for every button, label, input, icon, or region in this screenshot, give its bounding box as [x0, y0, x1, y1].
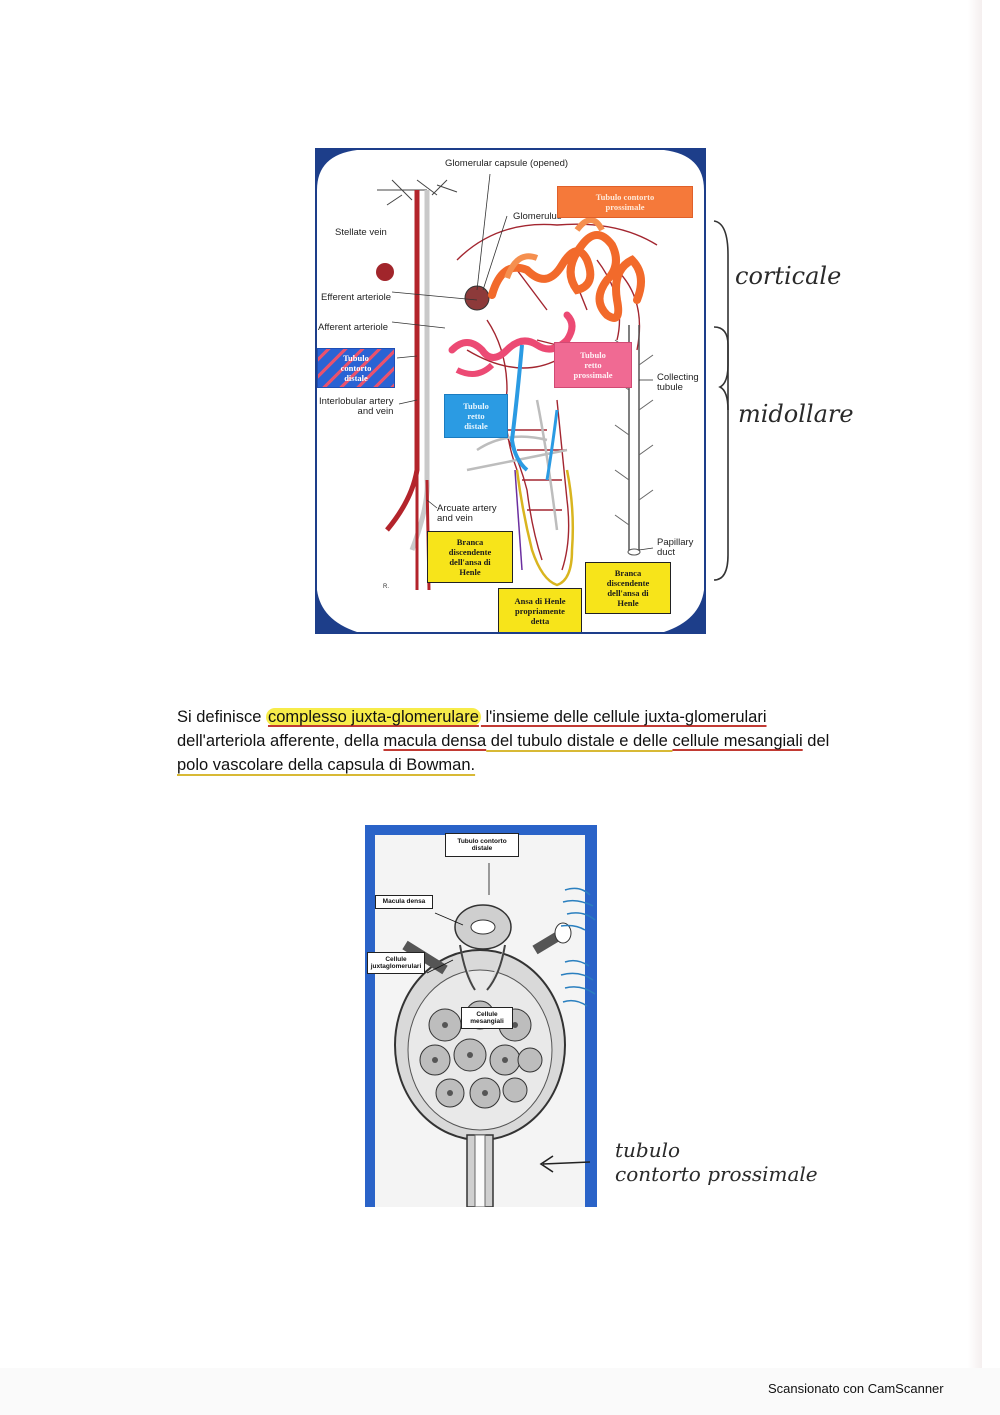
handwritten-midollare: midollare	[738, 400, 854, 428]
underlined-term-cellule-mesangiali: cellule mesangiali	[672, 732, 803, 750]
page-edge-shadow	[968, 0, 982, 1370]
label-tubulo-contorto-distale: Tubulo contorto distale	[445, 833, 519, 857]
handwritten-corticale: corticale	[735, 262, 842, 290]
paragraph-line-1: Si definisce complesso juxta-glomerulare…	[177, 705, 857, 729]
label-cellule-juxtaglomerulari: Cellule juxtaglomerulari	[367, 952, 425, 974]
svg-text:R.: R.	[383, 584, 389, 590]
arrow-to-proximal-tubule	[539, 1155, 591, 1173]
label-papillary-duct: Papillary duct	[657, 537, 694, 558]
nephron-drawing: R.	[317, 150, 704, 632]
label-afferent-arteriole: Afferent arteriole	[318, 322, 389, 333]
box-tubulo-contorto-prossimale: Tubulo contorto prossimale	[557, 186, 693, 218]
label-arcuate-artery: Arcuate artery and vein	[437, 503, 497, 524]
box-branca-discendente-right: Branca discendente dell'ansa di Henle	[585, 562, 671, 614]
paragraph-line-3: polo vascolare della capsula di Bowman.	[177, 753, 857, 777]
label-stellate-vein: Stellate vein	[335, 227, 387, 238]
box-tubulo-retto-distale: Tubulo retto distale	[444, 394, 508, 438]
label-cellule-mesangiali: Cellule mesangiali	[461, 1007, 513, 1029]
text-segment: del	[802, 732, 830, 750]
handwritten-tubulo-contorto-prossimale: tubulo contorto prossimale	[615, 1138, 818, 1186]
box-tubulo-contorto-distale: Tubulo contorto distale	[317, 348, 395, 388]
box-ansa-di-henle: Ansa di Henle propriamente detta	[498, 588, 582, 632]
text-segment: polo vascolare della capsula di Bowman.	[177, 756, 476, 774]
glomerulus-drawing	[394, 863, 572, 1207]
region-brackets	[713, 220, 729, 581]
label-macula-densa: Macula densa	[375, 895, 433, 909]
label-collecting-tubule: Collecting tubule	[657, 372, 699, 393]
handwritten-blue-notes	[560, 887, 596, 1007]
nephron-diagram: R. Glomerular capsule (opened) Glomerulu…	[315, 148, 706, 634]
underlined-term-macula-densa: macula densa	[383, 732, 487, 750]
scanner-footer: Scansionato con CamScanner	[768, 1381, 944, 1396]
text-segment: del tubulo distale e delle	[486, 732, 673, 750]
text-segment: l'insieme delle cellule juxta-glomerular…	[480, 708, 767, 726]
definition-paragraph: Si definisce complesso juxta-glomerulare…	[177, 705, 857, 777]
highlighted-term-complesso-juxta-glomerulare: complesso juxta-glomerulare	[265, 708, 481, 726]
scan-bottom-shade	[0, 1368, 1000, 1415]
text-segment: dell'arteriola afferente, della	[177, 732, 384, 750]
label-glomerulus: Glomerulus	[513, 211, 562, 222]
paragraph-line-2: dell'arteriola afferente, della macula d…	[177, 729, 857, 753]
label-glomerular-capsule: Glomerular capsule (opened)	[445, 158, 569, 169]
juxtaglomerular-diagram: Tubulo contorto distale Macula densa Cel…	[365, 825, 597, 1207]
label-interlobular-artery: Interlobular artery and vein	[319, 396, 394, 417]
box-tubulo-retto-prossimale: Tubulo retto prossimale	[554, 342, 632, 388]
box-branca-discendente-left: Branca discendente dell'ansa di Henle	[427, 531, 513, 583]
text-segment: Si definisce	[177, 708, 266, 726]
label-efferent-arteriole: Efferent arteriole	[321, 292, 392, 303]
